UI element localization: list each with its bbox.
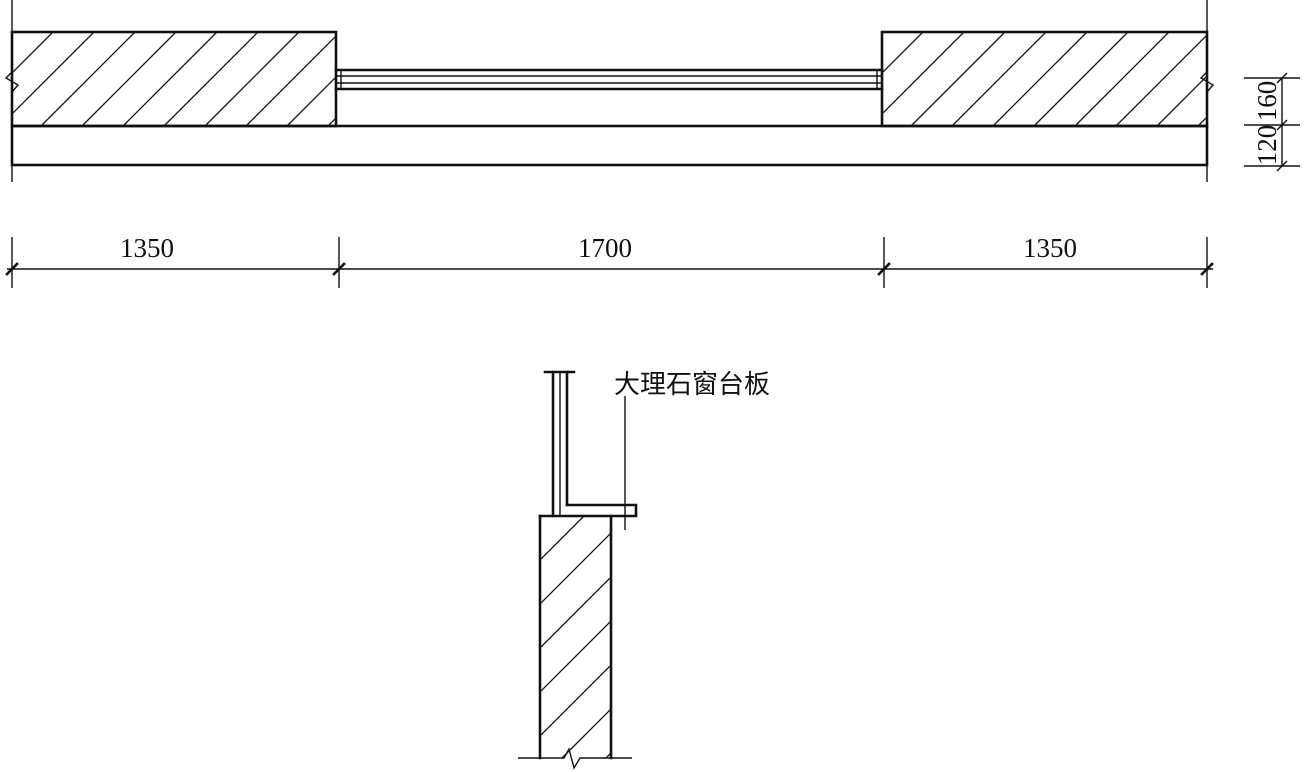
dimension-line: 1350 1700 1350 (5, 233, 1214, 288)
window-frame-plan (334, 68, 884, 91)
hatch-line (327, 117, 336, 126)
hatch-line (826, 516, 1068, 758)
plan-view (4, 0, 1309, 182)
hatch-line (882, 32, 965, 115)
hatch-line (369, 32, 463, 126)
hatch-line (245, 35, 336, 126)
hatch-line (81, 32, 177, 126)
hatch-line (12, 32, 54, 74)
dim-120: 120 (1252, 125, 1282, 166)
dim-160: 160 (1252, 81, 1282, 122)
hatch-line (882, 32, 883, 33)
hatch-line (286, 76, 336, 126)
marble-sill-board-plan (10, 124, 1209, 167)
hatch-line (163, 32, 259, 126)
hatch-line (540, 516, 541, 517)
left-wall-hatch (12, 32, 504, 126)
marble-sill-board-section (538, 503, 638, 518)
bottom-break-symbol (518, 747, 632, 770)
hatch-line (1033, 32, 1129, 126)
hatch-line (540, 516, 585, 561)
hatch-line (1280, 32, 1309, 126)
right-break-symbol (1199, 32, 1215, 126)
side-dimension: 160 120 (1244, 72, 1300, 172)
hatch-line (204, 32, 300, 126)
hatch-line (650, 516, 892, 758)
wall-section-hatch (540, 516, 1068, 758)
left-wall-pier (10, 30, 504, 128)
hatch-line (561, 708, 611, 758)
hatch-line (540, 620, 611, 693)
hatch-line (882, 32, 924, 74)
hatch-line (951, 32, 1047, 126)
dim-window-opening: 1700 (578, 233, 632, 263)
marble-sill-label: 大理石窗台板 (614, 370, 770, 400)
hatch-line (540, 576, 611, 649)
hatch-line (992, 32, 1088, 126)
hatch-line (122, 32, 218, 126)
hatch-line (738, 516, 980, 758)
hatch-line (694, 516, 936, 758)
window-frame-section (543, 370, 576, 518)
section-view: 大理石窗台板 (518, 370, 1068, 770)
left-break-symbol (4, 32, 20, 126)
hatch-line (782, 516, 1024, 758)
dim-right-pier: 1350 (1023, 233, 1077, 263)
hatch-line (12, 32, 95, 115)
dim-left-pier: 1350 (120, 233, 174, 263)
hatch-line (40, 32, 136, 126)
hatch-line (12, 32, 13, 33)
hatch-line (910, 32, 1006, 126)
wall-section (518, 514, 1068, 770)
right-wall-hatch (882, 32, 1309, 126)
hatch-line (540, 664, 611, 737)
hatch-line (540, 532, 611, 605)
right-wall-pier (880, 30, 1309, 128)
hatch-line (1074, 32, 1170, 126)
hatch-line (1115, 34, 1207, 126)
hatch-line (410, 32, 504, 126)
hatch-line (605, 752, 611, 758)
